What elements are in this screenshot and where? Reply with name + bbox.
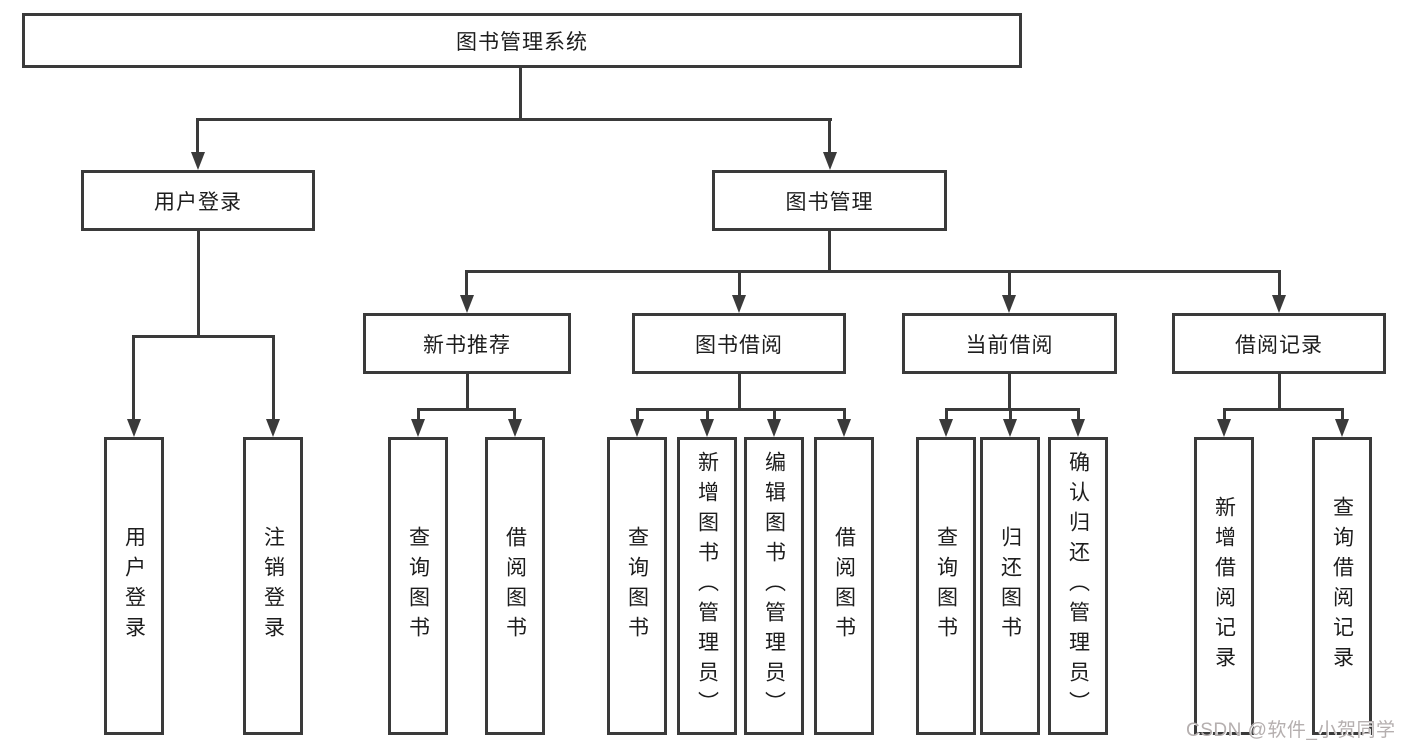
edge-drop-book-borrow (738, 270, 741, 297)
leaf-edit-book-admin-label: 编辑图书（管理员） (762, 451, 786, 721)
node-book-borrow-label: 图书借阅 (695, 333, 783, 357)
edge-drop-borrow-record (1278, 270, 1281, 297)
edge-new-book-recommend-stub (466, 372, 469, 410)
arrowhead-borrow-book-2-icon (837, 419, 851, 437)
edge-drop-query-book-3 (945, 408, 948, 423)
node-borrow-record: 借阅记录 (1172, 313, 1386, 374)
leaf-add-borrow-record-label: 新增借阅记录 (1212, 496, 1236, 676)
leaf-user-login-label: 用户登录 (122, 526, 146, 646)
edge-borrow-record-bus (1223, 408, 1343, 411)
edge-level2-bus (196, 118, 832, 121)
arrowhead-borrow-book-1-icon (508, 419, 522, 437)
node-user-login: 用户登录 (81, 170, 315, 231)
edge-borrow-record-stub (1278, 372, 1281, 410)
node-new-book-recommend-label: 新书推荐 (423, 333, 511, 357)
edge-drop-new-book-recommend (465, 270, 468, 297)
node-root-label: 图书管理系统 (456, 30, 588, 54)
edge-current-borrow-bus (945, 408, 1079, 411)
arrowhead-query-borrow-record-icon (1335, 419, 1349, 437)
leaf-query-book-1: 查询图书 (388, 437, 448, 735)
edge-drop-query-borrow-record (1341, 408, 1344, 423)
edge-level3-bus (465, 270, 1280, 273)
leaf-query-book-3: 查询图书 (916, 437, 976, 735)
arrowhead-query-book-2-icon (630, 419, 644, 437)
edge-drop-query-book-2 (636, 408, 639, 423)
edge-drop-return-book (1009, 408, 1012, 423)
arrowhead-current-borrow-icon (1002, 295, 1016, 313)
edge-drop-current-borrow (1008, 270, 1011, 297)
leaf-borrow-book-2-label: 借阅图书 (832, 526, 856, 646)
leaf-edit-book-admin: 编辑图书（管理员） (744, 437, 804, 735)
node-current-borrow: 当前借阅 (902, 313, 1117, 374)
leaf-query-book-2-label: 查询图书 (625, 526, 649, 646)
edge-book-management-stub (828, 229, 831, 272)
edge-drop-add-book-admin (706, 408, 709, 423)
node-book-borrow: 图书借阅 (632, 313, 846, 374)
arrowhead-add-book-admin-icon (700, 419, 714, 437)
leaf-borrow-book-1-label: 借阅图书 (503, 526, 527, 646)
leaf-add-book-admin: 新增图书（管理员） (677, 437, 737, 735)
arrowhead-query-book-1-icon (411, 419, 425, 437)
node-book-management-label: 图书管理 (785, 190, 874, 214)
leaf-query-borrow-record: 查询借阅记录 (1312, 437, 1372, 735)
node-current-borrow-label: 当前借阅 (965, 333, 1054, 357)
arrowhead-borrow-record-icon (1272, 295, 1286, 313)
edge-root-trunk (519, 66, 522, 120)
edge-drop-book-management (828, 118, 831, 156)
edge-drop-confirm-return-admin (1077, 408, 1080, 423)
leaf-query-book-3-label: 查询图书 (934, 526, 958, 646)
edge-drop-add-borrow-record (1223, 408, 1226, 423)
node-new-book-recommend: 新书推荐 (363, 313, 571, 374)
leaf-confirm-return-admin: 确认归还（管理员） (1048, 437, 1108, 735)
leaf-add-borrow-record: 新增借阅记录 (1194, 437, 1254, 735)
edge-user-login-bus (132, 335, 275, 338)
edge-book-borrow-bus (636, 408, 846, 411)
leaf-query-borrow-record-label: 查询借阅记录 (1330, 496, 1354, 676)
leaf-borrow-book-2: 借阅图书 (814, 437, 874, 735)
edge-drop-query-book-1 (417, 408, 420, 423)
arrowhead-leaf-logout-icon (266, 419, 280, 437)
edge-new-book-recommend-bus (417, 408, 516, 411)
leaf-logout-label: 注销登录 (261, 526, 285, 646)
edge-user-login-stub (197, 229, 200, 337)
edge-drop-borrow-book-1 (513, 408, 516, 423)
leaf-borrow-book-1: 借阅图书 (485, 437, 545, 735)
leaf-query-book-1-label: 查询图书 (406, 526, 430, 646)
arrowhead-return-book-icon (1003, 419, 1017, 437)
leaf-user-login: 用户登录 (104, 437, 164, 735)
node-borrow-record-label: 借阅记录 (1235, 333, 1323, 357)
arrowhead-book-borrow-icon (732, 295, 746, 313)
node-user-login-label: 用户登录 (154, 190, 242, 214)
leaf-add-book-admin-label: 新增图书（管理员） (695, 451, 719, 721)
arrowhead-query-book-3-icon (939, 419, 953, 437)
edge-drop-leaf-logout (272, 335, 275, 423)
arrowhead-confirm-return-admin-icon (1071, 419, 1085, 437)
edge-drop-leaf-user-login (132, 335, 135, 423)
csdn-watermark: CSDN @软件_小贺同学 (1186, 720, 1396, 741)
arrowhead-book-management-icon (823, 152, 837, 170)
leaf-return-book: 归还图书 (980, 437, 1040, 735)
leaf-query-book-2: 查询图书 (607, 437, 667, 735)
arrowhead-edit-book-admin-icon (767, 419, 781, 437)
node-book-management: 图书管理 (712, 170, 947, 231)
leaf-confirm-return-admin-label: 确认归还（管理员） (1066, 451, 1090, 721)
edge-current-borrow-stub (1008, 372, 1011, 410)
edge-book-borrow-stub (738, 372, 741, 410)
edge-drop-borrow-book-2 (843, 408, 846, 423)
arrowhead-new-book-recommend-icon (460, 295, 474, 313)
edge-drop-edit-book-admin (773, 408, 776, 423)
leaf-return-book-label: 归还图书 (998, 526, 1022, 646)
arrowhead-user-login-icon (191, 152, 205, 170)
edge-drop-user-login (196, 118, 199, 156)
node-root: 图书管理系统 (22, 13, 1022, 68)
leaf-logout: 注销登录 (243, 437, 303, 735)
arrowhead-leaf-user-login-icon (127, 419, 141, 437)
arrowhead-add-borrow-record-icon (1217, 419, 1231, 437)
